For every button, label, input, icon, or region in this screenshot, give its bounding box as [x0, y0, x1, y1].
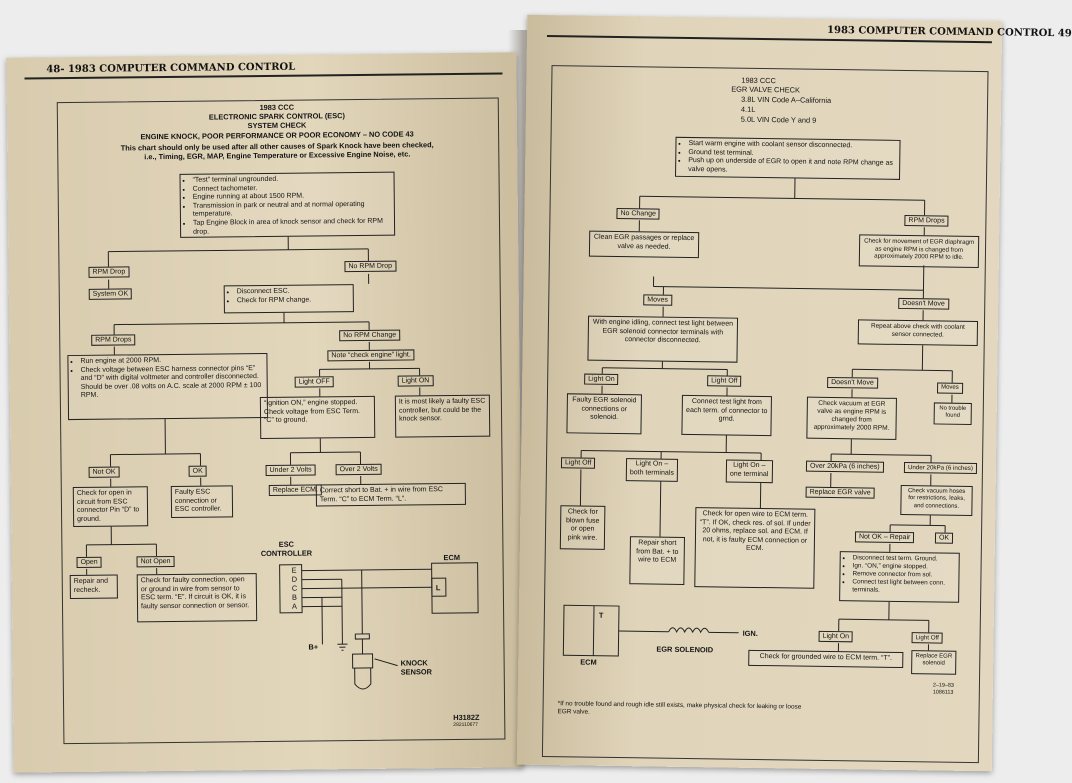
disconnect-esc-box: Disconnect ESC. Check for RPM change.	[223, 284, 354, 314]
instruction-item: Push up on underside of EGR to open it a…	[688, 157, 896, 177]
blown-fuse-box: Check for blown fuse or open pink wire.	[559, 505, 606, 550]
under-2-volts-label: Under 2 Volts	[265, 464, 316, 476]
connect-test-light-box: Connect test light from each term. of co…	[681, 394, 772, 437]
not-ok-repair-label: Not OK – Repair	[854, 531, 915, 544]
chart-code: H3182Z	[453, 712, 480, 723]
not-open-label: Not Open	[136, 555, 175, 568]
faulty-solenoid-box: Faulty EGR solenoid connections or solen…	[566, 393, 642, 435]
light-off-label: Light OFF	[294, 376, 334, 388]
light-on-one-label: Light On – one terminal	[725, 459, 773, 484]
no-trouble-box: No trouble found	[933, 402, 972, 425]
light-on-label: Light ON	[397, 375, 434, 387]
light-on-label: Light On	[584, 373, 619, 386]
ecm-label: ECM	[580, 657, 597, 667]
light-off-label-2: Light Off	[560, 457, 596, 469]
replace-egr-label: Replace EGR valve	[805, 486, 875, 499]
ecm-label: ECM	[443, 552, 461, 563]
no-change-label: No Change	[616, 207, 660, 220]
no-rpm-drop-label: No RPM Drop	[344, 260, 397, 273]
flow-lines	[562, 178, 953, 657]
faulty-esc-box: Faulty ESC connection or ESC controller.	[170, 485, 234, 518]
esc-pin-b: B	[291, 592, 297, 602]
instruction-item: Connect test light between conn. termina…	[852, 578, 955, 595]
rpm-drops-label: RPM Drops	[904, 215, 949, 227]
rpm-drops-label: RPM Drops	[91, 334, 136, 346]
instruction-item: Check for RPM change.	[237, 296, 350, 306]
system-ok-label: System OK	[88, 288, 133, 300]
light-on-both-label: Light On – both terminals	[625, 458, 679, 482]
right-page: 1983 COMPUTER COMMAND CONTROL 49 1983 CC…	[516, 14, 1072, 772]
knock-sensor-label: KNOCK SENSOR	[400, 658, 432, 677]
likely-faulty-box: It is most likely a faulty ESC controlle…	[394, 394, 491, 438]
start-instructions-box: “Test” terminal ungrounded. Connect tach…	[179, 171, 396, 238]
esc-pin-a: A	[291, 601, 298, 611]
repeat-check-box: Repeat above check with coolant sensor c…	[857, 319, 979, 347]
esc-pin-c: C	[291, 583, 298, 593]
under-20kpa-label: Under 20kPa (6 inches)	[903, 462, 978, 475]
note-check-engine-label: Note “check engine” light.	[327, 349, 415, 362]
idling-test-box: With engine idling, connect test light b…	[587, 315, 739, 363]
ok-label: OK	[934, 532, 954, 544]
repair-short-box: Repair short from Bat. + to wire to ECM	[629, 536, 685, 585]
light-on-label-3: Light On	[818, 630, 854, 643]
doesnt-move-label: Doesn't Move	[898, 297, 949, 310]
check-movement-box: Check for movement of EGR diaphragm as e…	[858, 234, 980, 269]
run-engine-box: Run engine at 2000 RPM. Check voltage be…	[67, 352, 269, 421]
instruction-item: Check voltage between ESC harness connec…	[81, 365, 264, 401]
instruction-item: Transmission in park or neutral and at n…	[193, 200, 391, 219]
open-label: Open	[76, 556, 102, 568]
moves-label-2: Moves	[937, 382, 963, 394]
disconnect-test-box: Disconnect test term. Ground. Ign. “ON,”…	[839, 551, 960, 603]
moves-label: Moves	[643, 294, 672, 306]
check-faulty-box: Check for faulty connection, open or gro…	[136, 573, 258, 623]
clean-egr-box: Clean EGR passages or replace valve as n…	[588, 230, 700, 259]
light-off-label-3: Light Off	[911, 632, 943, 644]
check-hoses-box: Check vacuum hoses for restrictions, lea…	[900, 484, 973, 516]
repair-box: Repair and recheck.	[69, 574, 118, 600]
flow-lines	[85, 236, 479, 690]
start-instructions-box: Start warm engine with coolant sensor di…	[675, 136, 901, 180]
chart-code-small: 1086113	[932, 689, 954, 696]
over-20kpa-label: Over 20kPa (6 inches)	[805, 460, 884, 473]
check-grounded-box: Check for grounded wire to ECM term. “T”…	[748, 649, 904, 669]
check-vacuum-box: Check vacuum at EGR valve as engine RPM …	[806, 396, 897, 440]
left-page: 48- 1983 COMPUTER COMMAND CONTROL 1983 C…	[6, 52, 524, 773]
check-open-wire-box: Check for open wire to ECM term. “T”. If…	[694, 507, 816, 589]
over-2-volts-label: Over 2 Volts	[335, 463, 382, 476]
replace-solenoid-box: Replace EGR solenoid	[911, 650, 957, 675]
chart-code-small: 282110677	[453, 721, 478, 729]
doesnt-move-label-2: Doesn't Move	[827, 376, 878, 389]
esc-pin-d: D	[291, 574, 298, 584]
esc-pin-e: E	[291, 565, 297, 575]
no-rpm-change-label: No RPM Change	[339, 329, 401, 342]
instruction-item: Tap Engine Block in area of knock sensor…	[193, 218, 391, 237]
esc-controller-label: ESC CONTROLLER	[260, 539, 313, 559]
check-open-box: Check for open in circuit from ESC conne…	[72, 486, 149, 528]
ecm-term-l: L	[435, 583, 441, 593]
b-plus-label: B+	[308, 642, 319, 652]
ignition-on-box: “Ignition ON,” engine stopped. Check vol…	[259, 395, 376, 440]
light-off-label: Light Off	[707, 375, 742, 387]
ecm-term-t: T	[598, 610, 604, 620]
ign-label: IGN.	[742, 628, 758, 638]
rpm-drop-label: RPM Drop	[88, 266, 130, 278]
chart-code: 2–19–83	[932, 682, 954, 689]
correct-short-box: Correct short to Bat. + in wire from ESC…	[315, 482, 466, 507]
egr-solenoid-label: EGR SOLENOID	[656, 644, 714, 655]
not-ok-label: Not OK	[88, 466, 120, 478]
replace-ecm-label: Replace ECM.	[268, 484, 323, 496]
ok-label: OK	[188, 465, 207, 477]
